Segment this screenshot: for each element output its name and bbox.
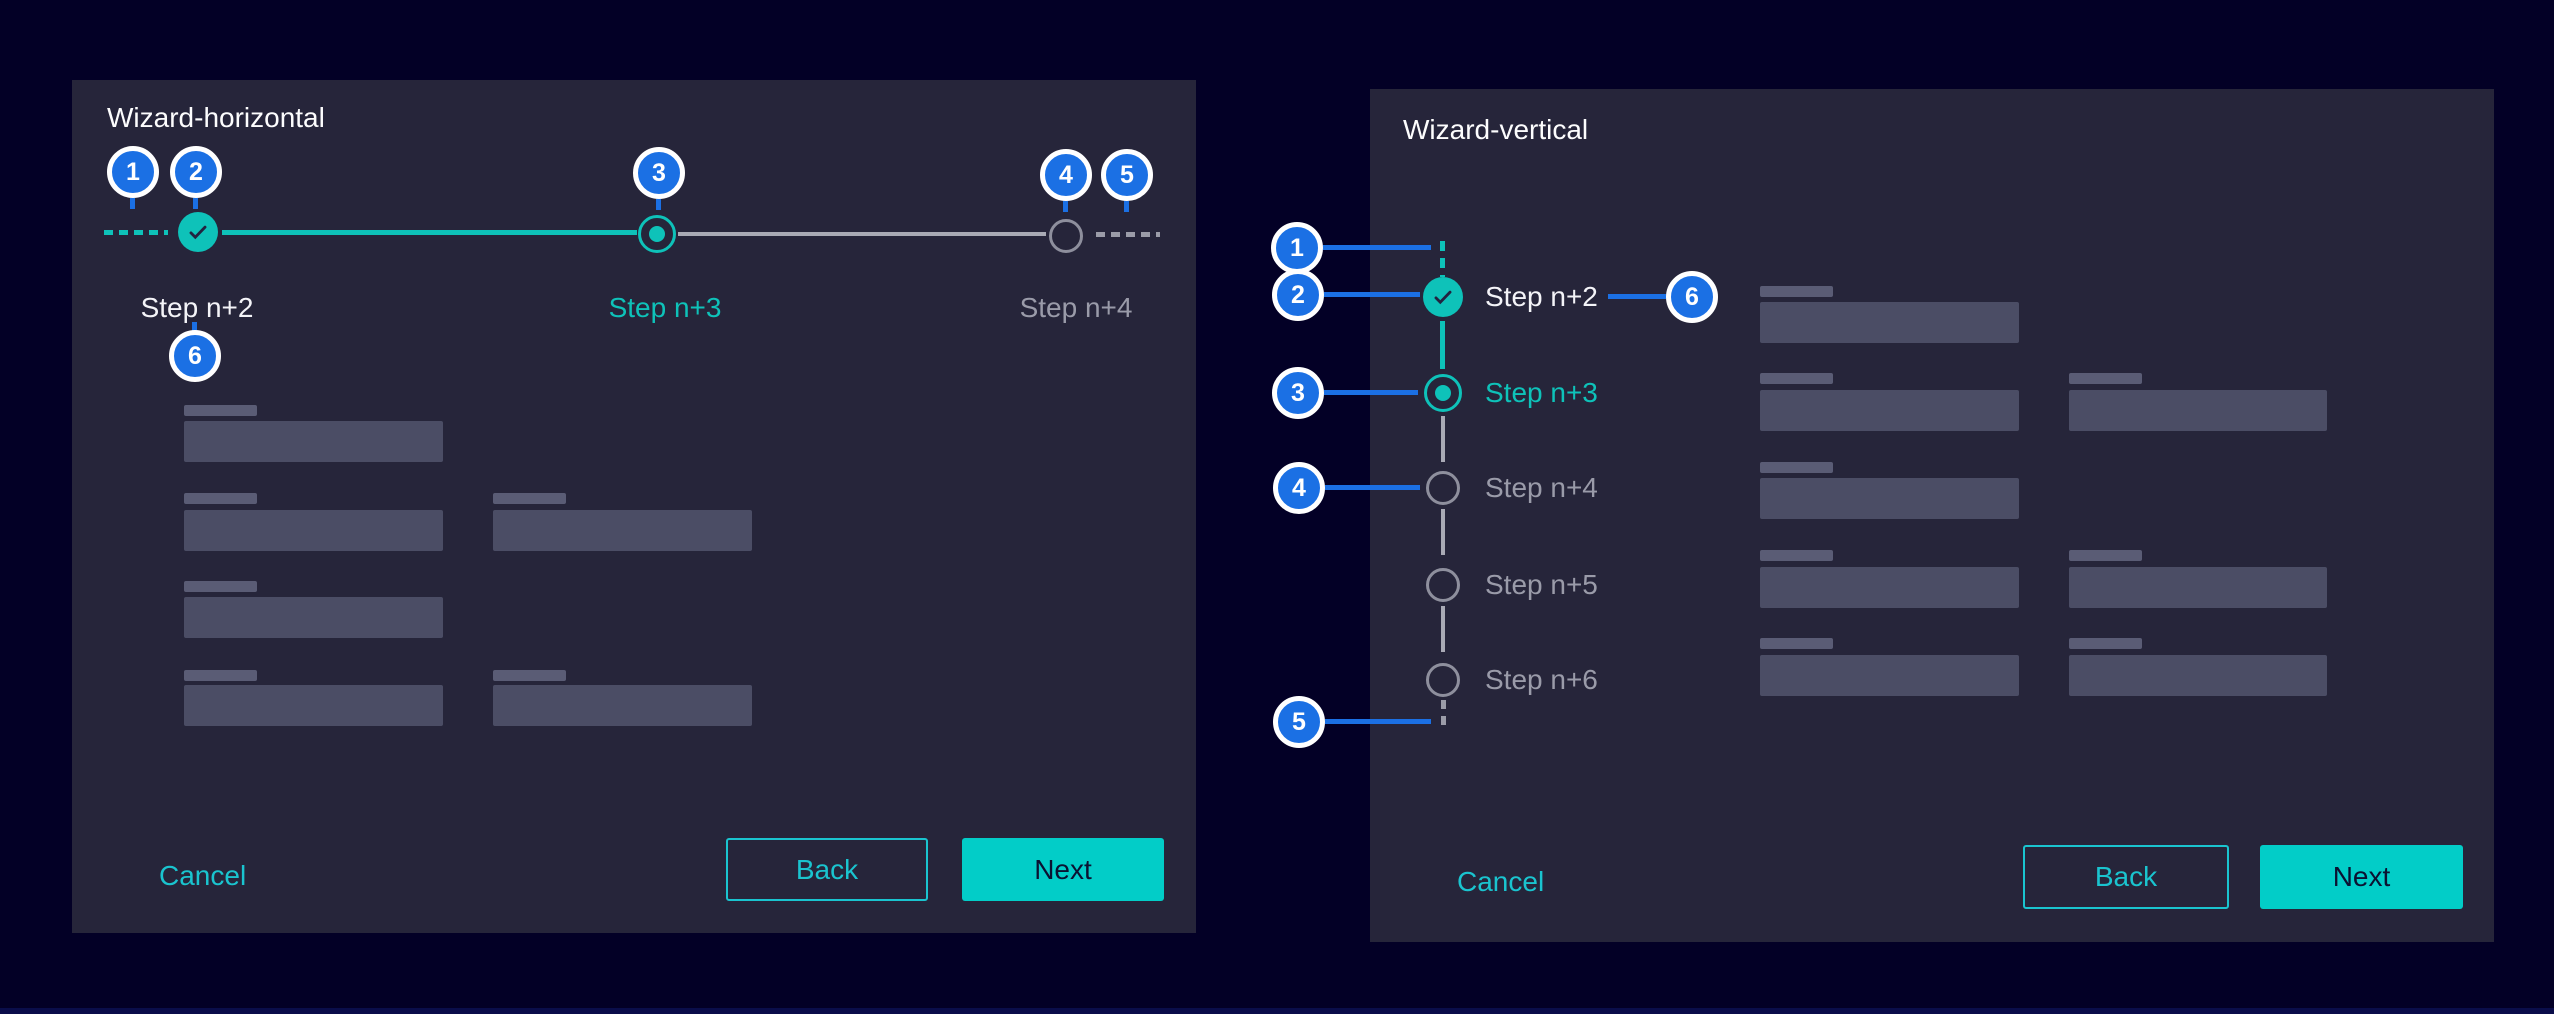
skeleton-field-label bbox=[1760, 462, 1833, 473]
step-done-marker[interactable] bbox=[178, 212, 218, 252]
callout-pointer bbox=[1324, 292, 1420, 297]
callout-pointer bbox=[1324, 390, 1418, 395]
callout-pointer bbox=[130, 198, 135, 209]
skeleton-field-label bbox=[1760, 373, 1833, 384]
step-upcoming-marker[interactable] bbox=[1426, 568, 1460, 602]
callout-badge-4: 4 bbox=[1273, 462, 1325, 514]
step-label-done[interactable]: Step n+2 bbox=[1485, 281, 1598, 312]
callout-badge-6: 6 bbox=[169, 330, 221, 382]
callout-badge-3: 3 bbox=[633, 147, 685, 199]
current-dot-icon bbox=[649, 226, 665, 242]
bottom-accent-bar bbox=[0, 1008, 2554, 1014]
callout-pointer bbox=[1323, 245, 1431, 250]
progress-line-upcoming bbox=[1441, 606, 1445, 652]
skeleton-field-input bbox=[184, 421, 443, 462]
step-done-marker[interactable] bbox=[1423, 277, 1463, 317]
skeleton-field-input bbox=[2069, 655, 2327, 696]
callout-badge-3: 3 bbox=[1272, 367, 1324, 419]
skeleton-field-label bbox=[2069, 550, 2142, 561]
step-upcoming-marker[interactable] bbox=[1426, 663, 1460, 697]
callout-pointer bbox=[1608, 294, 1666, 299]
step-label-upcoming[interactable]: Step n+5 bbox=[1485, 569, 1598, 600]
callout-pointer bbox=[1325, 485, 1420, 490]
progress-line-upcoming bbox=[1441, 416, 1445, 462]
skeleton-field-input bbox=[493, 510, 752, 551]
step-label-upcoming[interactable]: Step n+4 bbox=[1019, 292, 1133, 323]
callout-pointer bbox=[192, 322, 197, 332]
check-icon bbox=[1434, 290, 1452, 305]
skeleton-field-label bbox=[493, 670, 566, 681]
progress-line-upcoming bbox=[678, 232, 1046, 236]
progress-line-done bbox=[222, 230, 637, 235]
skeleton-field-label bbox=[1760, 550, 1833, 561]
callout-pointer bbox=[656, 199, 661, 210]
callout-badge-2: 2 bbox=[1272, 269, 1324, 321]
step-upcoming-marker[interactable] bbox=[1426, 471, 1460, 505]
step-label-current[interactable]: Step n+3 bbox=[608, 292, 722, 323]
skeleton-field-input bbox=[2069, 390, 2327, 431]
skeleton-field-input bbox=[184, 510, 443, 551]
progress-line-done bbox=[1440, 321, 1445, 369]
step-label-upcoming[interactable]: Step n+6 bbox=[1485, 664, 1598, 695]
step-current-marker[interactable] bbox=[638, 215, 676, 253]
back-button[interactable]: Back bbox=[2023, 845, 2229, 909]
skeleton-field-label bbox=[493, 493, 566, 504]
skeleton-field-input bbox=[1760, 478, 2019, 519]
cancel-button[interactable]: Cancel bbox=[159, 860, 247, 891]
skeleton-field-label bbox=[2069, 638, 2142, 649]
callout-badge-1: 1 bbox=[107, 146, 159, 198]
skeleton-field-input bbox=[1760, 655, 2019, 696]
skeleton-field-label bbox=[1760, 638, 1833, 649]
stepper-leading-dashes bbox=[1440, 241, 1445, 277]
callout-pointer bbox=[193, 198, 198, 209]
skeleton-field-input bbox=[184, 597, 443, 638]
callout-badge-5: 5 bbox=[1273, 696, 1325, 748]
skeleton-field-label bbox=[184, 405, 257, 416]
callout-pointer bbox=[1325, 719, 1431, 724]
wizard-vertical-title: Wizard-vertical bbox=[1403, 114, 1589, 145]
current-dot-icon bbox=[1435, 385, 1451, 401]
step-label-upcoming[interactable]: Step n+4 bbox=[1485, 472, 1598, 503]
step-current-marker[interactable] bbox=[1424, 374, 1462, 412]
callout-badge-4: 4 bbox=[1040, 149, 1092, 201]
stepper-trailing-dashes bbox=[1096, 232, 1160, 237]
next-button[interactable]: Next bbox=[962, 838, 1164, 901]
skeleton-field-label bbox=[184, 670, 257, 681]
step-upcoming-marker[interactable] bbox=[1049, 219, 1083, 253]
skeleton-field-label bbox=[1760, 286, 1833, 297]
wizard-horizontal-panel: Wizard-horizontal 1 2 3 4 5 Step n+2 Ste… bbox=[72, 80, 1196, 933]
callout-badge-1: 1 bbox=[1271, 222, 1323, 274]
step-label-current[interactable]: Step n+3 bbox=[1485, 377, 1598, 408]
progress-line-upcoming bbox=[1441, 509, 1445, 555]
cancel-button[interactable]: Cancel bbox=[1457, 866, 1545, 897]
step-label-done[interactable]: Step n+2 bbox=[140, 292, 254, 323]
callout-pointer bbox=[1124, 201, 1129, 212]
back-button[interactable]: Back bbox=[726, 838, 928, 901]
skeleton-field-label bbox=[184, 493, 257, 504]
callout-badge-6: 6 bbox=[1666, 271, 1718, 323]
skeleton-field-input bbox=[1760, 567, 2019, 608]
callout-pointer bbox=[1063, 201, 1068, 212]
skeleton-field-input bbox=[493, 685, 752, 726]
stepper-trailing-dashes bbox=[1441, 700, 1446, 732]
skeleton-field-input bbox=[184, 685, 443, 726]
wizard-horizontal-title: Wizard-horizontal bbox=[107, 102, 325, 133]
skeleton-field-input bbox=[1760, 390, 2019, 431]
skeleton-field-input bbox=[2069, 567, 2327, 608]
skeleton-field-input bbox=[1760, 302, 2019, 343]
skeleton-field-label bbox=[184, 581, 257, 592]
skeleton-field-label bbox=[2069, 373, 2142, 384]
check-icon bbox=[189, 225, 207, 240]
wizard-vertical-panel: Wizard-vertical 1 2 3 4 5 6 Step n+2 Ste… bbox=[1271, 89, 2494, 942]
callout-badge-5: 5 bbox=[1101, 149, 1153, 201]
callout-badge-2: 2 bbox=[170, 146, 222, 198]
next-button[interactable]: Next bbox=[2260, 845, 2463, 909]
stepper-leading-dashes bbox=[104, 230, 168, 235]
